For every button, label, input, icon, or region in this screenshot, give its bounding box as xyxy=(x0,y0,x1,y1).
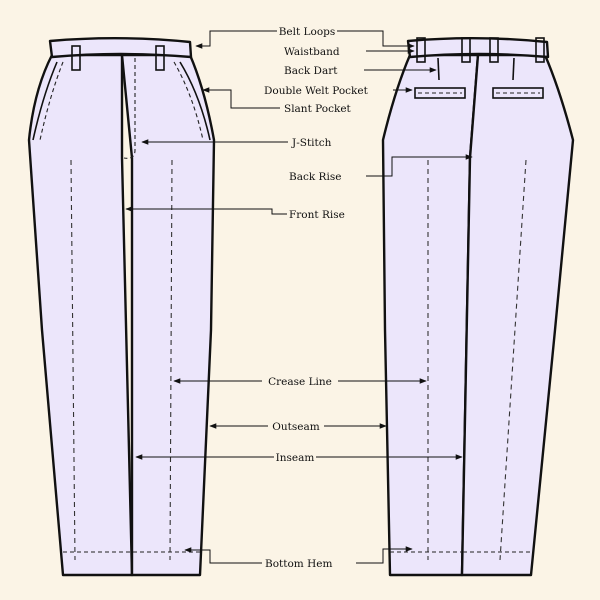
front-belt-loop-right xyxy=(155,45,165,71)
back-belt-loop-1 xyxy=(416,37,426,63)
back-belt-loop-4 xyxy=(535,37,545,63)
back-belt-loop-2 xyxy=(461,37,471,63)
label-back-rise: Back Rise xyxy=(289,171,341,183)
leader-front-rise xyxy=(125,206,287,215)
leader-bottom-hem-back xyxy=(356,546,413,564)
labels: Belt Loops Waistband Back Dart Double We… xyxy=(262,23,369,570)
front-waistband xyxy=(48,37,193,59)
fly-j-stitch xyxy=(123,58,136,159)
label-outseam: Outseam xyxy=(272,421,319,433)
label-belt-loops: Belt Loops xyxy=(279,26,336,38)
front-crease-left xyxy=(70,159,76,561)
label-slant-pocket: Slant Pocket xyxy=(284,103,352,115)
leader-belt-loops-back xyxy=(336,30,415,49)
label-double-welt-pocket: Double Welt Pocket xyxy=(264,85,369,97)
label-bottom-hem: Bottom Hem xyxy=(265,558,332,570)
back-dart-right xyxy=(512,57,515,81)
back-crease-right xyxy=(499,159,527,561)
label-inseam: Inseam xyxy=(276,452,315,464)
label-j-stitch: J-Stitch xyxy=(291,137,332,149)
back-dart-left xyxy=(437,57,440,81)
label-waistband: Waistband xyxy=(284,46,340,58)
back-right-leg xyxy=(460,53,575,577)
label-back-dart: Back Dart xyxy=(284,65,338,77)
label-front-rise: Front Rise xyxy=(289,209,345,221)
back-waistband xyxy=(406,37,550,59)
front-right-leg xyxy=(120,53,216,577)
back-view xyxy=(381,37,575,577)
front-belt-loop-left xyxy=(71,45,81,71)
label-crease-line: Crease Line xyxy=(268,376,332,388)
leader-bottom-hem xyxy=(184,547,262,564)
slant-pocket-left-stitch xyxy=(39,61,64,141)
slant-pocket-right xyxy=(179,61,211,141)
front-view xyxy=(27,37,216,577)
leader-back-rise xyxy=(366,154,473,177)
leader-belt-loops xyxy=(195,30,278,49)
welt-pocket-left xyxy=(414,87,466,99)
slant-pocket-right-stitch xyxy=(173,61,204,141)
front-left-leg xyxy=(27,53,134,577)
leader-slant-pocket xyxy=(202,87,280,109)
slant-pocket-left xyxy=(32,61,58,141)
front-crease-right xyxy=(169,159,173,561)
welt-pocket-right xyxy=(492,87,544,99)
back-belt-loop-3 xyxy=(489,37,499,63)
